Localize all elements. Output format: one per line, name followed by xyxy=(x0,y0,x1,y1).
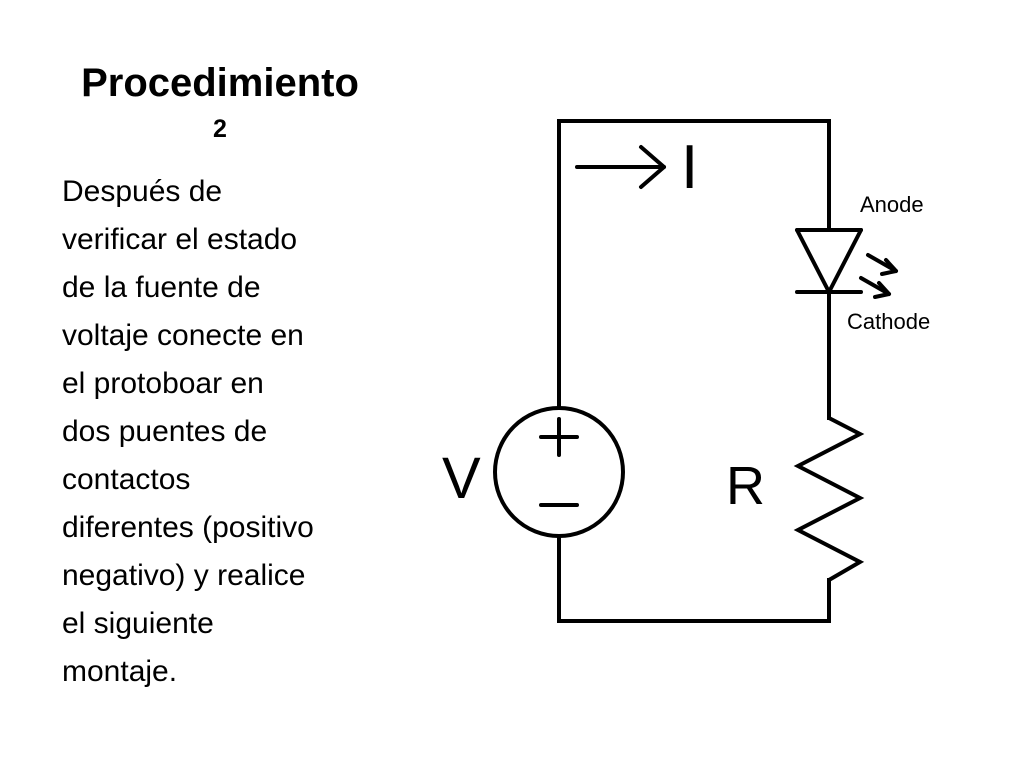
light-emission-arrows xyxy=(859,253,898,299)
procedure-line: el siguiente xyxy=(62,607,214,640)
plus-icon xyxy=(539,417,579,457)
procedure-line: montaje. xyxy=(62,655,178,688)
slide-title-number: 2 xyxy=(213,115,227,143)
cathode-label: Cathode xyxy=(847,309,930,334)
procedure-text: Después de verificar el estado de la fue… xyxy=(62,168,382,696)
procedure-line: de la fuente de xyxy=(62,271,261,304)
procedure-line: negativo) y realice xyxy=(62,559,306,592)
procedure-line: verificar el estado xyxy=(62,223,298,256)
resistor-label: R xyxy=(726,456,765,516)
current-arrow xyxy=(575,145,666,189)
voltage-source xyxy=(493,406,625,538)
procedure-line: diferentes (positivo xyxy=(62,511,314,544)
led-diode xyxy=(795,228,863,294)
current-label: I xyxy=(681,133,698,202)
procedure-line: dos puentes de xyxy=(62,415,268,448)
procedure-line: voltaje conecte en xyxy=(62,319,304,352)
voltage-label: V xyxy=(442,446,481,511)
resistor-zigzag xyxy=(793,416,865,582)
procedure-line: el protoboar en xyxy=(62,367,264,400)
slide-title-text: Procedimiento xyxy=(81,61,359,105)
diode-triangle xyxy=(795,228,863,294)
slide-title: Procedimiento 2 xyxy=(60,62,380,142)
procedure-line: contactos xyxy=(62,463,191,496)
voltage-source-circle xyxy=(493,406,625,538)
procedure-line: Después de xyxy=(62,175,223,208)
anode-label: Anode xyxy=(860,192,924,217)
